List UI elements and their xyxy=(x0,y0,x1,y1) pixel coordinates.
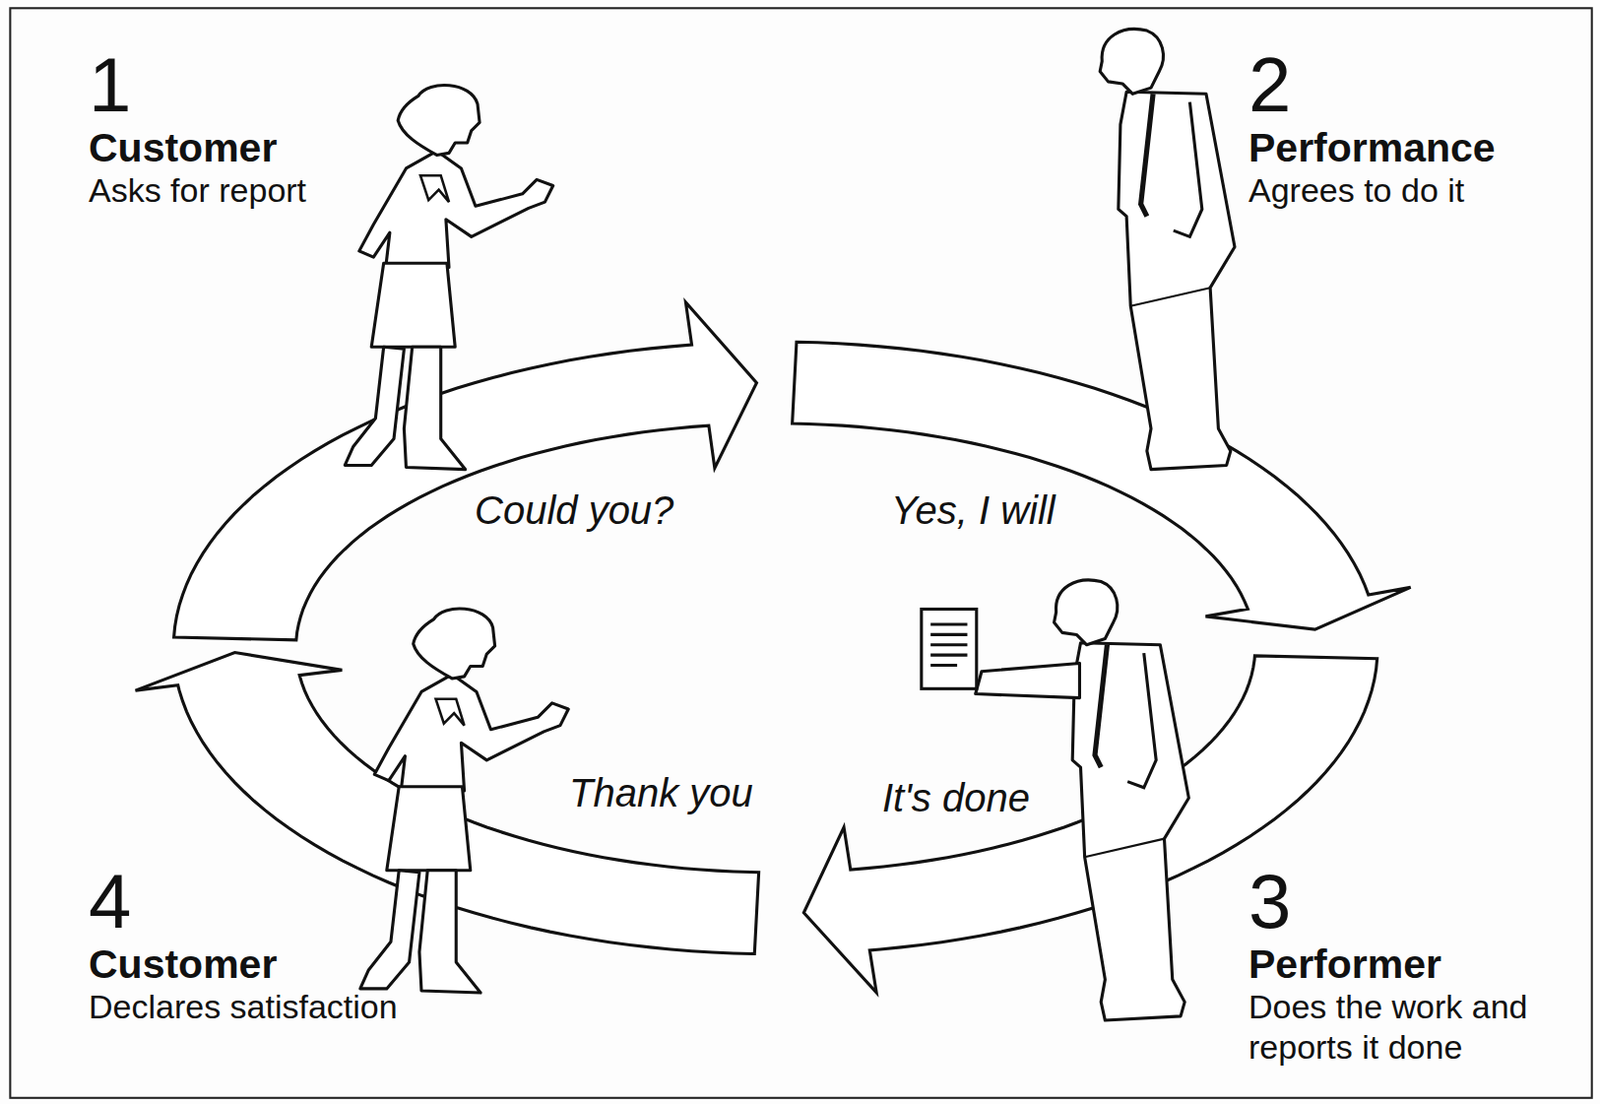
step-number: 3 xyxy=(1248,862,1291,940)
speech-label: Yes, I will xyxy=(891,487,1056,533)
stage-group: 1CustomerAsks for report xyxy=(88,46,424,211)
edge-layer xyxy=(135,302,1411,993)
role-heading: Customer xyxy=(88,125,277,171)
block-arrow xyxy=(174,302,758,640)
action-text: Agrees to do it xyxy=(1248,170,1465,211)
stage-group: 4CustomerDeclares satisfaction xyxy=(88,862,424,1027)
action-text: Does the work and reports it done xyxy=(1248,986,1554,1068)
customer-figure xyxy=(360,608,569,993)
customer-figure xyxy=(344,85,553,470)
action-text: Declares satisfaction xyxy=(88,986,398,1027)
step-number: 2 xyxy=(1248,46,1291,124)
step-number: 4 xyxy=(88,862,131,940)
speech-label: Thank you xyxy=(569,769,754,816)
stage-group: 2PerformanceAgrees to do it xyxy=(1248,46,1584,211)
role-heading: Performance xyxy=(1248,125,1496,171)
speech-label: It's done xyxy=(882,774,1030,821)
performer-figure xyxy=(1099,28,1235,469)
role-heading: Customer xyxy=(88,941,277,987)
stage-group: 3PerformerDoes the work and reports it d… xyxy=(1248,862,1554,1068)
action-text: Asks for report xyxy=(88,170,307,211)
role-heading: Performer xyxy=(1248,941,1442,987)
speech-label: Could you? xyxy=(474,487,674,533)
frame-border xyxy=(9,7,1592,1097)
step-number: 1 xyxy=(88,46,131,124)
